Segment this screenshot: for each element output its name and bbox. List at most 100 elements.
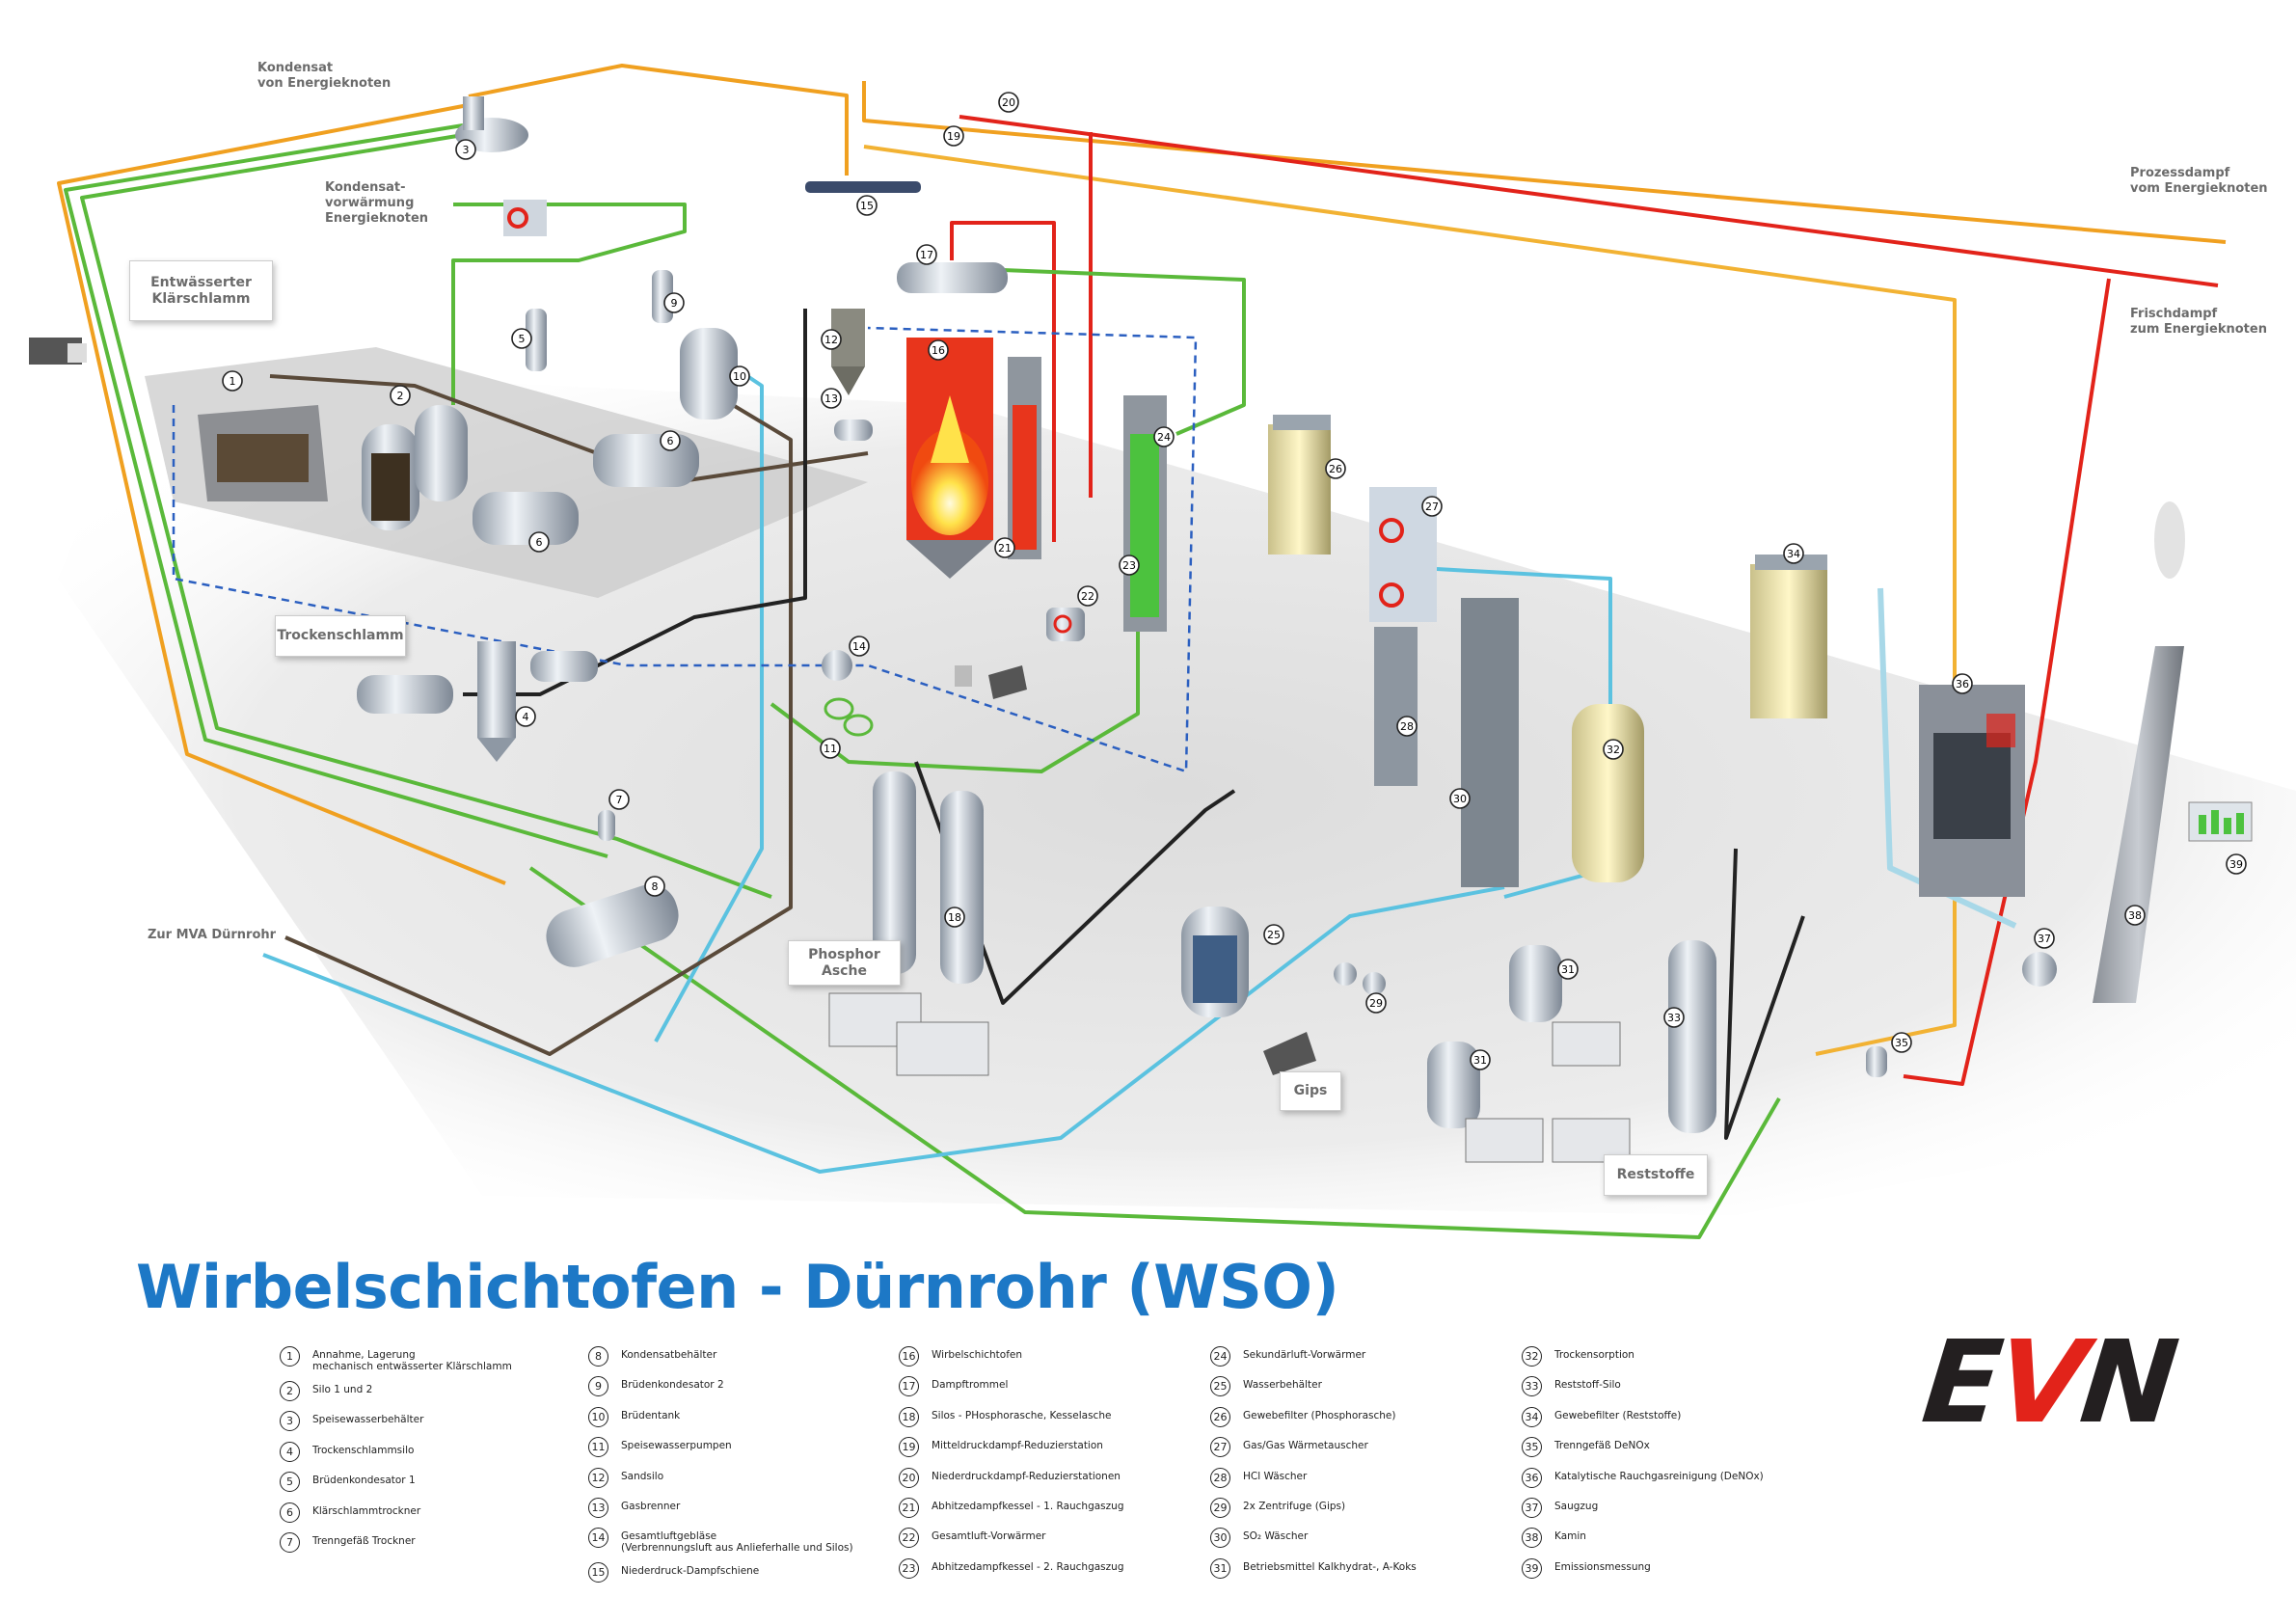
marker-circle bbox=[943, 125, 964, 147]
marker-14: 14 bbox=[849, 636, 870, 657]
marker-27: 27 bbox=[1421, 496, 1443, 517]
marker-33: 33 bbox=[1663, 1007, 1685, 1028]
vapour-condenser-1 bbox=[526, 309, 547, 371]
marker-number: 20 bbox=[1002, 96, 1015, 109]
legend-text: Brüdenkondesator 1 bbox=[312, 1475, 416, 1487]
combustion-air-blower bbox=[822, 650, 852, 681]
legend-text: Niederdruck-Dampfschiene bbox=[621, 1565, 760, 1578]
logo-letter-v: V bbox=[1990, 1315, 2090, 1448]
marker-29: 29 bbox=[1365, 992, 1387, 1014]
legend-text: HCl Wäscher bbox=[1243, 1470, 1308, 1482]
marker-39: 39 bbox=[2226, 853, 2247, 875]
legend-number: 13 bbox=[588, 1497, 608, 1518]
legend-number: 9 bbox=[588, 1376, 608, 1397]
marker-number: 31 bbox=[1473, 1054, 1487, 1067]
emission-monitor bbox=[2188, 801, 2253, 842]
marker-circle bbox=[1077, 585, 1098, 607]
marker-number: 19 bbox=[947, 130, 960, 143]
marker-number: 26 bbox=[1329, 463, 1342, 475]
marker-number: 32 bbox=[1607, 744, 1620, 756]
legend-text: Gewebefilter (Phosphorasche) bbox=[1243, 1409, 1396, 1421]
marker-19: 19 bbox=[943, 125, 964, 147]
legend-text: Kamin bbox=[1554, 1530, 1586, 1543]
sludge-dryer-2 bbox=[593, 434, 699, 487]
steam-drum bbox=[897, 262, 1008, 293]
marker-circle bbox=[1603, 739, 1624, 760]
marker-15: 15 bbox=[856, 195, 878, 216]
legend-text: Brüdentank bbox=[621, 1409, 681, 1421]
marker-number: 11 bbox=[824, 743, 837, 755]
marker-circle bbox=[1119, 555, 1140, 576]
legend-number: 7 bbox=[280, 1531, 300, 1553]
label-kondensatvorwaermung: Kondensat- vorwärmung Energieknoten bbox=[325, 180, 429, 226]
marker-37: 37 bbox=[2034, 928, 2055, 949]
legend-number: 20 bbox=[899, 1467, 919, 1488]
waste-heat-boiler-1 bbox=[1008, 357, 1041, 559]
marker-23: 23 bbox=[1119, 555, 1140, 576]
platform-sludge-hall bbox=[145, 347, 868, 598]
gas-burner bbox=[834, 420, 873, 441]
legend-number: 11 bbox=[588, 1437, 608, 1458]
legend-number: 8 bbox=[588, 1346, 608, 1367]
marker-number: 28 bbox=[1400, 720, 1414, 733]
marker-number: 23 bbox=[1122, 559, 1136, 572]
legend-number: 32 bbox=[1522, 1346, 1542, 1367]
residue-trucks bbox=[1465, 1021, 1631, 1163]
marker-circle bbox=[663, 292, 685, 313]
legend-number: 15 bbox=[588, 1562, 608, 1583]
label-kondensat-von-energieknoten: Kondensat von Energieknoten bbox=[257, 61, 392, 91]
sand-silo bbox=[831, 309, 865, 395]
marker-circle bbox=[729, 365, 750, 387]
dry-sludge-truck bbox=[357, 651, 598, 714]
legend-text: SO₂ Wäscher bbox=[1243, 1530, 1309, 1543]
marker-number: 21 bbox=[998, 542, 1012, 555]
legend-number: 34 bbox=[1522, 1406, 1542, 1427]
legend-number: 35 bbox=[1522, 1437, 1542, 1458]
dry-sludge-silo bbox=[477, 641, 516, 762]
logo-letter-n: N bbox=[2074, 1315, 2180, 1448]
legend-number: 31 bbox=[1210, 1557, 1230, 1579]
marker-number: 39 bbox=[2229, 858, 2243, 871]
marker-circle bbox=[390, 385, 411, 406]
marker-number: 1 bbox=[230, 375, 236, 388]
sludge-dryer-1 bbox=[473, 492, 579, 545]
marker-21: 21 bbox=[994, 537, 1015, 558]
ash-silos bbox=[873, 771, 984, 984]
marker-number: 12 bbox=[824, 334, 838, 346]
marker-number: 9 bbox=[671, 297, 678, 310]
induced-draft-fan bbox=[2022, 952, 2057, 987]
pipe-green-bottom bbox=[528, 866, 1781, 1239]
marker-circle bbox=[1663, 1007, 1685, 1028]
pipe-orange-top bbox=[468, 64, 849, 176]
denox-separator bbox=[1866, 1046, 1887, 1077]
marker-circle bbox=[1396, 716, 1418, 737]
dry-sorption-reactor bbox=[1572, 704, 1644, 882]
vapour-tank bbox=[680, 328, 738, 420]
pipe-red-boiler bbox=[950, 221, 1056, 542]
marker-8: 8 bbox=[644, 876, 665, 897]
marker-circle bbox=[821, 388, 842, 409]
marker-6: 6 bbox=[528, 531, 550, 553]
marker-24: 24 bbox=[1153, 426, 1175, 447]
label-phosphor-asche: Phosphor Asche bbox=[788, 940, 901, 986]
sludge-receiving-bunker bbox=[198, 405, 328, 501]
marker-number: 7 bbox=[616, 794, 623, 806]
marker-number: 15 bbox=[860, 200, 874, 212]
marker-number: 34 bbox=[1787, 548, 1800, 560]
legend-text: Dampftrommel bbox=[932, 1379, 1009, 1392]
pipe-red-fresh-steam bbox=[959, 115, 2219, 287]
legend-number: 22 bbox=[899, 1528, 919, 1549]
legend-text: Kondensatbehälter bbox=[621, 1349, 717, 1361]
